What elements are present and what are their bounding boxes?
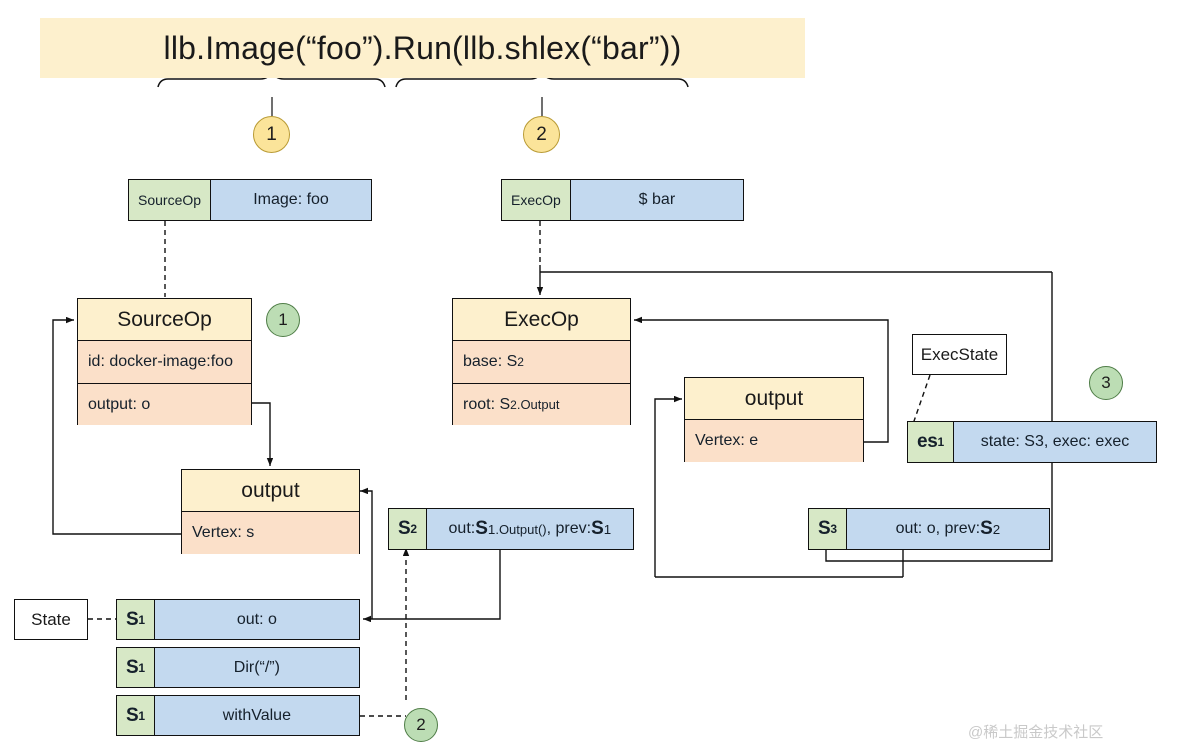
- watermark: @稀土掘金技术社区: [968, 724, 1104, 741]
- wire-s1-to-output: [360, 487, 373, 619]
- bar-s1-dir-body: Dir(“/”): [233, 658, 280, 676]
- top-bar-execop[interactable]: ExecOp $ bar: [501, 179, 744, 221]
- card-source-output-row-vertex: Vertex: s: [182, 512, 359, 554]
- top-bar-sourceop[interactable]: SourceOp Image: foo: [128, 179, 372, 221]
- marker-state-2-label: 2: [416, 715, 426, 734]
- top-bar-sourceop-tag: SourceOp: [129, 180, 212, 220]
- brace-marker-2-label: 2: [536, 123, 547, 145]
- card-execop-header: ExecOp: [453, 299, 630, 341]
- bar-s1-out-body: out: o: [236, 610, 277, 628]
- top-bar-sourceop-body: Image: foo: [253, 191, 329, 208]
- marker-execstate-3-label: 3: [1101, 373, 1111, 392]
- card-source-output-header: output: [182, 470, 359, 512]
- card-sourceop-header: SourceOp: [78, 299, 251, 341]
- top-bar-execop-tag: ExecOp: [502, 180, 571, 220]
- card-sourceop-row-output: output: o: [78, 383, 251, 425]
- brace-marker-2: 2: [523, 116, 560, 153]
- marker-sourceop-1: 1: [266, 303, 300, 337]
- bar-es1-body: state: S3, exec: exec: [980, 433, 1130, 450]
- bar-s1-withvalue-body: withValue: [222, 706, 291, 724]
- label-state: State: [14, 599, 88, 640]
- card-exec-output[interactable]: output Vertex: e: [684, 377, 864, 462]
- card-sourceop[interactable]: SourceOp id: docker-image:foo output: o: [77, 298, 252, 425]
- marker-sourceop-1-label: 1: [278, 310, 288, 329]
- wire-execstate-dashed: [912, 374, 931, 425]
- card-exec-output-row-vertex: Vertex: e: [685, 420, 863, 462]
- brace-marker-1-label: 1: [266, 123, 277, 145]
- title-text: llb.Image(“foo”).Run(llb.shlex(“bar”)): [163, 29, 682, 66]
- wire-sourceop-output: [252, 402, 274, 466]
- label-state-text: State: [31, 609, 71, 629]
- brace-marker-1: 1: [253, 116, 290, 153]
- card-source-output[interactable]: output Vertex: s: [181, 469, 360, 554]
- marker-state-2: 2: [404, 708, 438, 742]
- card-exec-output-header: output: [685, 378, 863, 420]
- top-bar-execop-body: $ bar: [638, 191, 676, 208]
- marker-execstate-3: 3: [1089, 366, 1123, 400]
- title-banner: llb.Image(“foo”).Run(llb.shlex(“bar”)): [40, 18, 805, 78]
- label-execstate-text: ExecState: [920, 344, 999, 364]
- wire-into-exec-output: [654, 395, 682, 577]
- card-sourceop-row-id: id: docker-image:foo: [78, 341, 251, 383]
- label-execstate: ExecState: [912, 334, 1007, 375]
- wire-s2-to-s1: [363, 546, 501, 623]
